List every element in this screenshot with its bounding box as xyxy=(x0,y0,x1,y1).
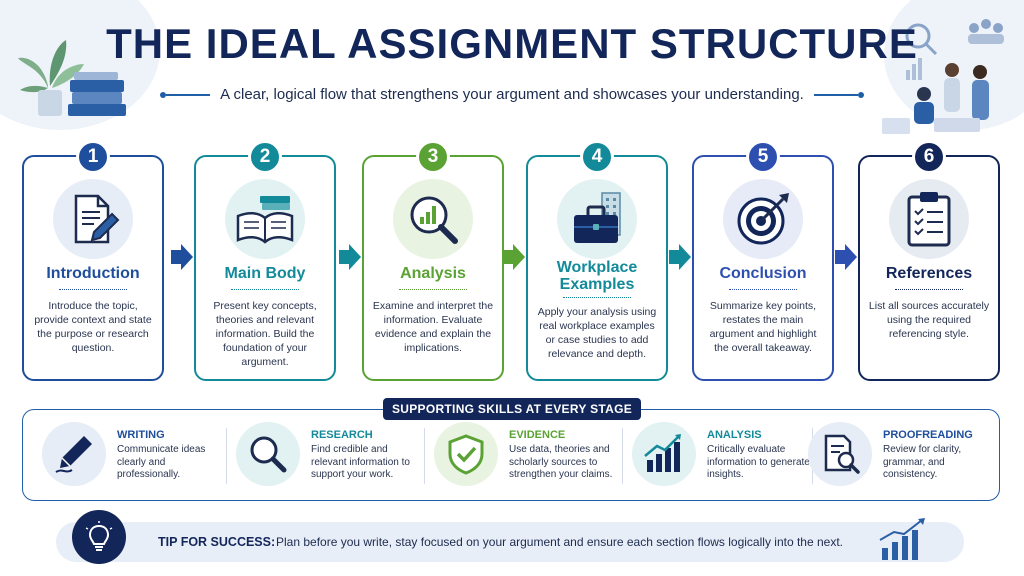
stage-divider xyxy=(729,289,797,290)
subtitle-dot-left xyxy=(160,91,166,98)
skill-name: RESEARCH xyxy=(311,429,373,441)
open-book-icon xyxy=(225,179,305,259)
supporting-skills-heading: SUPPORTING SKILLS AT EVERY STAGE xyxy=(383,398,641,420)
stage-number: 3 xyxy=(416,140,450,174)
stage-divider xyxy=(231,289,299,290)
shield-check-icon xyxy=(434,422,498,486)
skill-name: EVIDENCE xyxy=(509,429,566,441)
stage-description: Summarize key points, restates the main … xyxy=(709,300,817,354)
skill-description: Review for clarity, grammar, and consist… xyxy=(883,444,962,480)
skill-description: Critically evaluate information to gener… xyxy=(707,444,810,480)
page-title: THE IDEAL ASSIGNMENT STRUCTURE xyxy=(106,20,918,67)
arrow-right-icon xyxy=(503,244,525,270)
document-pen-icon xyxy=(53,179,133,259)
skill-name: WRITING xyxy=(117,429,165,441)
skill-name: ANALYSIS xyxy=(707,429,762,441)
stage-label: Main Body xyxy=(224,265,306,282)
stage-card-conclusion: 5 Conclusion Summarize key points, resta… xyxy=(692,140,834,381)
stage-number: 1 xyxy=(76,140,110,174)
page-subtitle: A clear, logical flow that strengthens y… xyxy=(220,86,804,103)
skill-description: Communicate ideas clearly and profession… xyxy=(117,444,206,480)
stage-number: 6 xyxy=(912,140,946,174)
subtitle-row: A clear, logical flow that strengthens y… xyxy=(160,86,864,103)
magnifier-icon xyxy=(236,422,300,486)
stage-divider xyxy=(895,289,963,290)
growth-chart-icon xyxy=(879,518,925,560)
stage-number: 4 xyxy=(580,140,614,174)
skill-divider xyxy=(226,428,227,484)
subtitle-line-right xyxy=(813,93,858,96)
magnifier-chart-icon xyxy=(393,179,473,259)
stage-description: Introduce the topic, provide context and… xyxy=(34,300,152,354)
arrow-right-icon xyxy=(171,244,193,270)
lightbulb-icon xyxy=(72,510,126,564)
target-icon xyxy=(723,179,803,259)
stage-card-analysis: 3 Analysis Examine and interpret the inf… xyxy=(362,140,504,381)
stage-divider xyxy=(399,289,467,290)
stage-label: References xyxy=(885,265,973,282)
skill-proofreading: PROOFREADING Review for clarity, grammar… xyxy=(808,420,993,496)
skill-writing: WRITING Communicate ideas clearly and pr… xyxy=(42,420,227,496)
skill-description: Use data, theories and scholarly sources… xyxy=(509,444,613,480)
stage-card-introduction: 1 Introduction Introduce the topic, prov… xyxy=(22,140,164,381)
pen-icon xyxy=(42,422,106,486)
stage-description: Examine and interpret the information. E… xyxy=(372,300,494,354)
subtitle-dot-right xyxy=(858,91,864,98)
subtitle-line-left xyxy=(166,93,211,96)
document-magnifier-icon xyxy=(808,422,872,486)
team-illustration xyxy=(882,19,1004,134)
arrow-right-icon xyxy=(339,244,361,270)
arrow-right-icon xyxy=(835,244,857,270)
tip-banner xyxy=(56,522,964,562)
stage-number: 2 xyxy=(248,140,282,174)
skill-name: PROOFREADING xyxy=(883,429,973,441)
bar-chart-icon xyxy=(632,422,696,486)
stage-description: Apply your analysis using real workplace… xyxy=(537,306,657,360)
skill-evidence: EVIDENCE Use data, theories and scholarl… xyxy=(434,420,619,496)
skill-description: Find credible and relevant information t… xyxy=(311,444,410,480)
stage-card-main-body: 2 Main Body Present key concepts, theori… xyxy=(194,140,336,381)
stage-card-references: 6 References List all sources accurately… xyxy=(858,140,1000,381)
plant-books-illustration xyxy=(18,40,126,116)
tip-text: Plan before you write, stay focused on y… xyxy=(276,535,843,549)
briefcase-building-icon xyxy=(557,179,637,259)
stage-card-workplace-examples: 4 Workplace Examples Apply your analysis… xyxy=(526,140,668,381)
skill-divider xyxy=(424,428,425,484)
stage-divider xyxy=(59,289,127,290)
stage-number: 5 xyxy=(746,140,780,174)
stage-description: Present key concepts, theories and relev… xyxy=(213,300,317,368)
clipboard-list-icon xyxy=(889,179,969,259)
arrow-right-icon xyxy=(669,244,691,270)
skill-analysis: ANALYSIS Critically evaluate information… xyxy=(632,420,817,496)
stage-label: Analysis xyxy=(400,265,466,282)
skill-divider xyxy=(622,428,623,484)
stage-divider xyxy=(563,297,631,298)
stage-label: Conclusion xyxy=(719,265,807,282)
tip-label: TIP FOR SUCCESS: xyxy=(158,535,276,549)
skill-research: RESEARCH Find credible and relevant info… xyxy=(236,420,421,496)
stage-description: List all sources accurately using the re… xyxy=(868,300,990,340)
stage-label: Introduction xyxy=(46,265,140,282)
stage-label: Workplace Examples xyxy=(556,259,638,293)
